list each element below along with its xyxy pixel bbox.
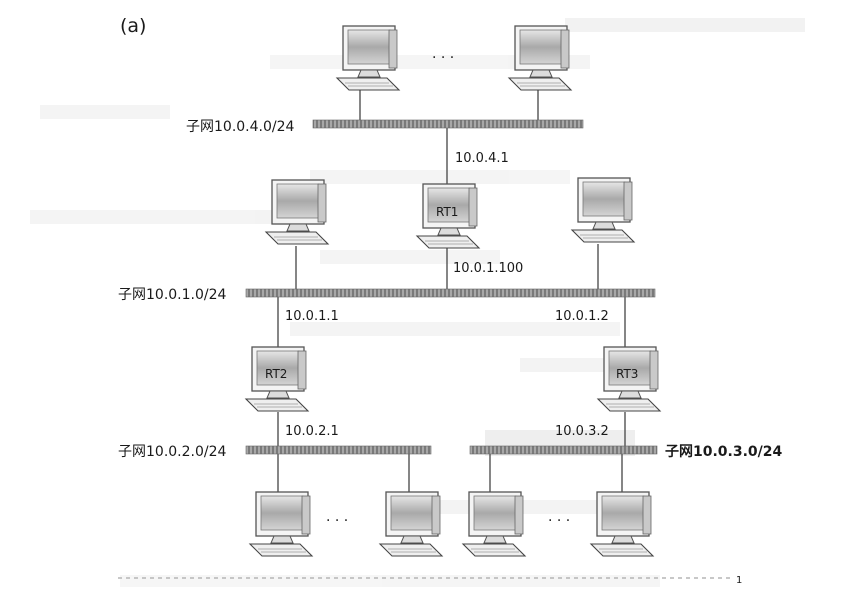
host-computer [379, 491, 443, 557]
address-rt2-subnet2: 10.0.2.1 [285, 424, 339, 439]
figure-label: (a) [120, 15, 146, 37]
address-rt1-subnet4: 10.0.4.1 [455, 151, 509, 166]
bus-subnet-10-0-3-0 [469, 445, 658, 455]
host-computer [571, 177, 635, 243]
subnet-label-10-0-1-0: 子网10.0.1.0/24 [118, 287, 227, 303]
address-rt3-subnet3: 10.0.3.2 [555, 424, 609, 439]
subnet-label-10-0-4-0: 子网10.0.4.0/24 [186, 119, 295, 135]
drop-lines [277, 90, 626, 492]
router-rt3-label: RT3 [616, 367, 638, 381]
ellipsis-bottom-left: · · · [326, 513, 348, 529]
address-rt3-subnet1: 10.0.1.2 [555, 309, 609, 324]
address-rt1-subnet1: 10.0.1.100 [453, 261, 523, 276]
host-computer [508, 25, 572, 91]
ellipsis-top: · · · [432, 50, 454, 66]
router-rt1-label: RT1 [436, 205, 458, 219]
bus-subnet-10-0-1-0 [245, 288, 656, 298]
bus-subnet-10-0-4-0 [312, 119, 584, 129]
host-computer [265, 179, 329, 245]
host-computer [462, 491, 526, 557]
address-rt2-subnet1: 10.0.1.1 [285, 309, 339, 324]
subnet-label-10-0-2-0: 子网10.0.2.0/24 [118, 444, 227, 460]
host-computer [590, 491, 654, 557]
subnet-label-10-0-3-0: 子网10.0.3.0/24 [665, 444, 783, 460]
ellipsis-bottom-right: · · · [548, 513, 570, 529]
router-rt2-label: RT2 [265, 367, 287, 381]
page-number: 1 [736, 575, 742, 586]
host-computer [336, 25, 400, 91]
bus-subnet-10-0-2-0 [245, 445, 432, 455]
host-computer [249, 491, 313, 557]
